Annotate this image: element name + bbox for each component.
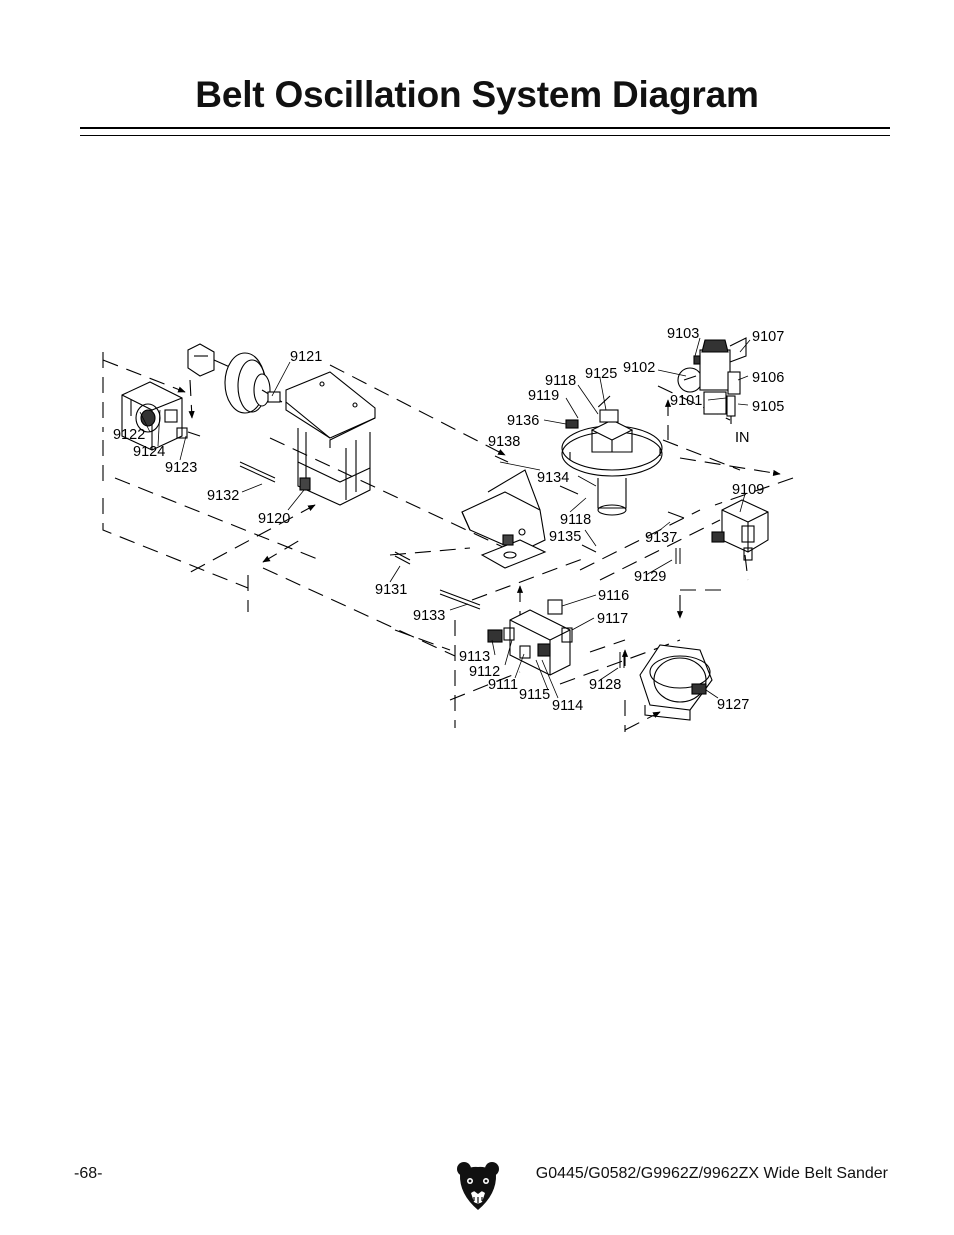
label-9109: 9109 bbox=[732, 482, 764, 498]
label-9134: 9134 bbox=[537, 470, 569, 486]
label-9101: 9101 bbox=[670, 393, 702, 409]
label-9137: 9137 bbox=[645, 530, 677, 546]
manifold-valve bbox=[487, 599, 573, 676]
label-9106: 9106 bbox=[752, 370, 784, 386]
label-9118-top: 9118 bbox=[545, 373, 576, 389]
label-9120: 9120 bbox=[258, 511, 290, 527]
label-9131: 9131 bbox=[375, 582, 407, 598]
label-9116: 9116 bbox=[598, 588, 629, 604]
tube-fittings bbox=[239, 455, 685, 668]
solenoid-valve bbox=[711, 499, 769, 561]
label-in: IN bbox=[735, 430, 750, 446]
label-9135: 9135 bbox=[549, 529, 581, 545]
footer-model-title: G0445/G0582/G9962Z/9962ZX Wide Belt Sand… bbox=[535, 1165, 888, 1182]
label-9111: 9111 bbox=[488, 677, 518, 693]
air-lines bbox=[102, 352, 794, 732]
rotary-actuator bbox=[639, 644, 713, 721]
label-9114: 9114 bbox=[552, 698, 583, 714]
label-9105: 9105 bbox=[752, 399, 784, 415]
label-9103: 9103 bbox=[667, 326, 699, 342]
label-9132: 9132 bbox=[207, 488, 239, 504]
label-9119: 9119 bbox=[528, 388, 559, 404]
label-9115: 9115 bbox=[519, 687, 550, 703]
label-9117: 9117 bbox=[597, 611, 628, 627]
label-9128: 9128 bbox=[589, 677, 621, 693]
label-9136: 9136 bbox=[507, 413, 539, 429]
leader-lines bbox=[139, 337, 751, 699]
page-title: Belt Oscillation System Diagram bbox=[195, 74, 759, 115]
label-9125: 9125 bbox=[585, 366, 617, 382]
oscillation-regulator bbox=[561, 409, 663, 516]
grizzly-bear-logo-icon bbox=[457, 1162, 499, 1210]
label-9107: 9107 bbox=[752, 329, 784, 345]
label-9121: 9121 bbox=[290, 349, 322, 365]
mounting-bracket bbox=[461, 469, 547, 569]
label-9123: 9123 bbox=[165, 460, 197, 476]
air-motor bbox=[187, 343, 283, 414]
part-labels: 9103 9107 9121 9102 9125 9118 9106 9119 … bbox=[113, 326, 784, 714]
page-number: -68- bbox=[74, 1165, 103, 1182]
title-rule-thin bbox=[80, 135, 890, 136]
label-9129: 9129 bbox=[634, 569, 666, 585]
title-rule-thick bbox=[80, 127, 890, 129]
label-9113: 9113 bbox=[459, 649, 490, 665]
label-9133: 9133 bbox=[413, 608, 445, 624]
label-9127: 9127 bbox=[717, 697, 749, 713]
label-9124: 9124 bbox=[133, 444, 165, 460]
label-9118-bottom: 9118 bbox=[560, 512, 591, 528]
label-9122: 9122 bbox=[113, 427, 145, 443]
label-9112: 9112 bbox=[469, 664, 500, 680]
label-9138: 9138 bbox=[488, 434, 520, 450]
pilot-valve bbox=[121, 381, 201, 451]
air-cylinder bbox=[285, 371, 376, 506]
label-9102: 9102 bbox=[623, 360, 655, 376]
filter-regulator bbox=[677, 337, 747, 424]
